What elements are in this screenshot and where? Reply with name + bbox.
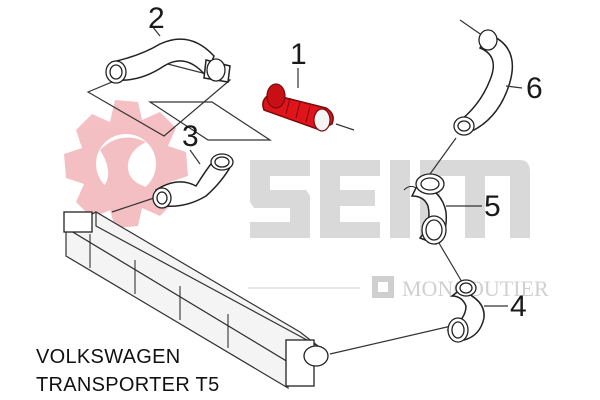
flow-line-5 [435,237,463,283]
seim-wordmark [250,160,530,238]
flow-line-6 [429,137,457,175]
hose-part-3 [152,153,234,209]
hose-part-6 [453,29,514,136]
part-3-leader-box [147,101,273,141]
callout-6-line [505,85,523,89]
seim-gear-logo [64,100,188,228]
callout-5: 5 [484,190,501,223]
callout-2-line [151,25,161,37]
hose-part-1-highlighted [262,83,334,132]
callout-1: 1 [290,38,307,71]
callout-4: 4 [510,290,527,323]
flow-line-4 [329,323,461,355]
intercooler [63,210,329,390]
flow-line-3 [111,195,161,213]
callout-3: 3 [182,120,199,153]
hose-part-4 [446,279,485,343]
callout-6: 6 [526,72,543,105]
moncoutier-mark: MONCOUTIER [248,276,549,301]
callout-2: 2 [148,2,165,35]
hose-part-5 [403,173,448,245]
vehicle-model-label: TRANSPORTER T5 [36,374,220,396]
callout-3-line [189,149,201,165]
hose-part-2 [105,38,231,84]
flow-line-1 [335,123,355,131]
vehicle-make-label: VOLKSWAGEN [36,346,181,368]
